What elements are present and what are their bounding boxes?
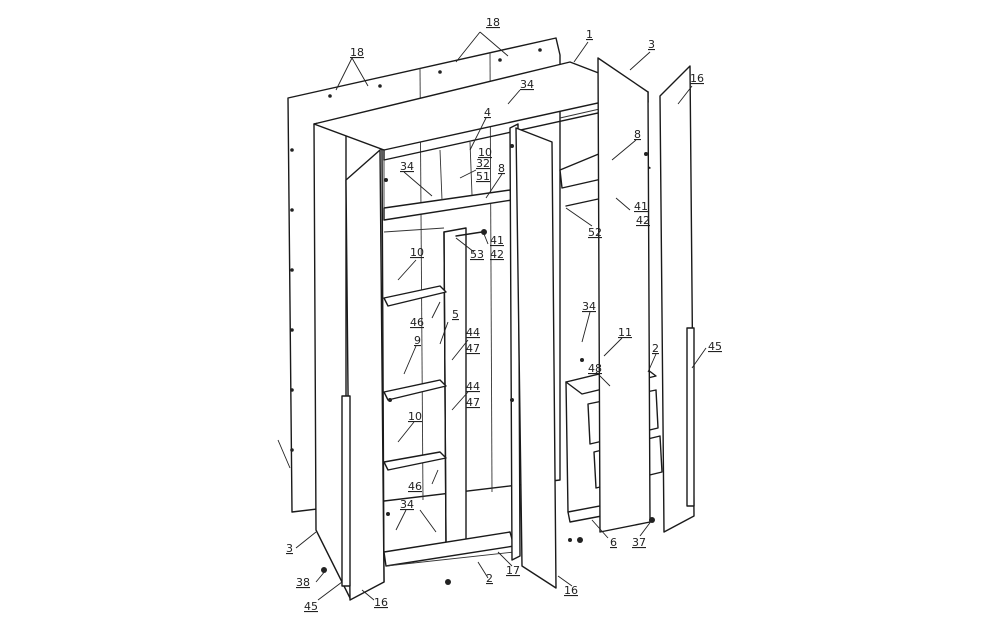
callout-45: 45 (708, 340, 722, 353)
callout-8: 8 (498, 162, 505, 175)
left-door (341, 149, 385, 601)
callout-2: 2 (486, 572, 493, 585)
hardware-marks (321, 144, 655, 585)
callout-17: 17 (506, 564, 520, 577)
right-side-panel (597, 57, 651, 533)
callout-10: 10 (408, 410, 422, 423)
callout-47: 47 (466, 342, 480, 355)
callout-4: 4 (484, 106, 491, 119)
callout-16: 16 (564, 584, 578, 597)
callout-16: 16 (690, 72, 704, 85)
callouts: 18 18 1 3 16 34 4 10 32 51 8 34 8 41 42 … (286, 16, 722, 613)
callout-44: 44 (466, 326, 480, 339)
callout-16: 16 (374, 596, 388, 609)
callout-9: 9 (414, 334, 421, 347)
right-door (659, 65, 695, 533)
callout-34: 34 (582, 300, 596, 313)
callout-34: 34 (400, 498, 414, 511)
callout-5: 5 (452, 308, 459, 321)
callout-10: 10 (410, 246, 424, 259)
left-compartment (383, 141, 515, 567)
callout-46: 46 (408, 480, 422, 493)
callout-51: 51 (476, 170, 490, 183)
callout-38: 38 (296, 576, 310, 589)
callout-46: 46 (410, 316, 424, 329)
callout-32: 32 (476, 157, 490, 170)
callout-34: 34 (520, 78, 534, 91)
callout-41: 41 (634, 200, 648, 213)
callout-52: 52 (588, 226, 602, 239)
callout-34: 34 (400, 160, 414, 173)
callout-53: 53 (470, 248, 484, 261)
callout-41: 41 (490, 234, 504, 247)
callout-11: 11 (618, 326, 632, 339)
callout-6: 6 (610, 536, 617, 549)
callout-48: 48 (588, 362, 602, 375)
callout-3: 3 (648, 38, 655, 51)
callout-18: 18 (486, 16, 500, 29)
callout-2: 2 (652, 342, 659, 355)
callout-45: 45 (304, 600, 318, 613)
callout-18: 18 (350, 46, 364, 59)
callout-42: 42 (490, 248, 504, 261)
leader-lines (277, 31, 707, 601)
callout-47: 47 (466, 396, 480, 409)
center-door (515, 127, 557, 589)
callout-10: 10 (478, 146, 492, 159)
callout-42: 42 (636, 214, 650, 227)
callout-1: 1 (586, 28, 593, 41)
callout-3: 3 (286, 542, 293, 555)
callout-37: 37 (632, 536, 646, 549)
callout-8: 8 (634, 128, 641, 141)
callout-44: 44 (466, 380, 480, 393)
